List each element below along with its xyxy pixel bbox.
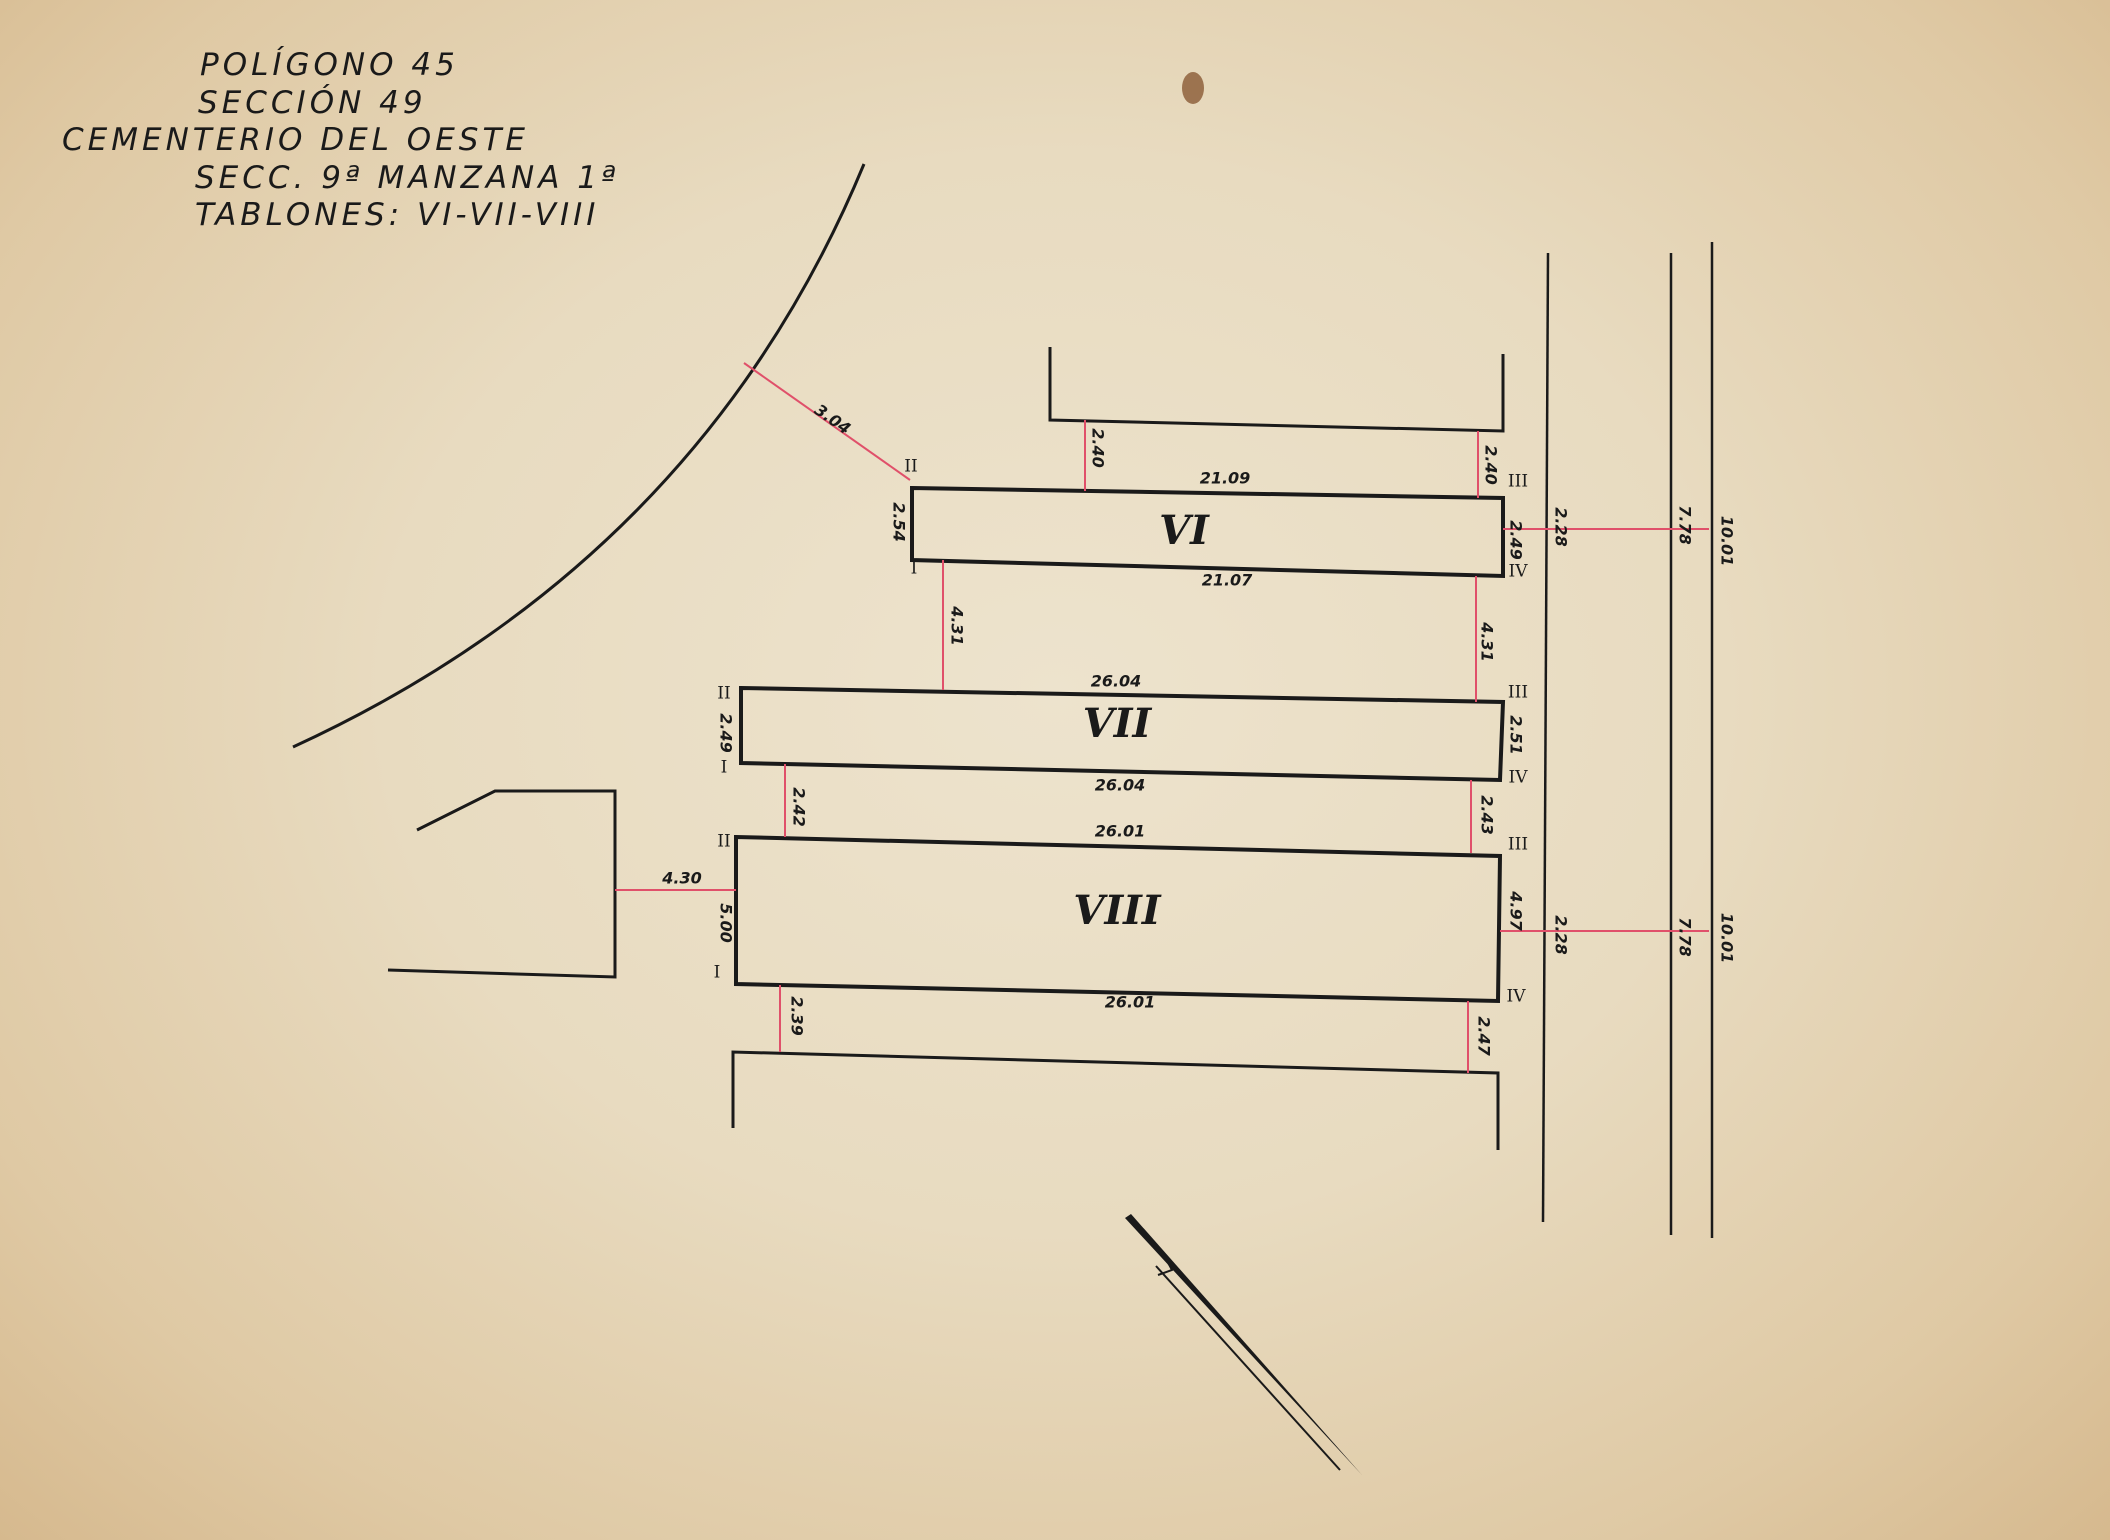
corner-iv: IV — [1509, 562, 1529, 582]
dim-vii-right: 2.51 — [1507, 715, 1526, 754]
corner-iv: IV — [1507, 987, 1527, 1007]
dim-vi-left: 2.54 — [890, 502, 909, 541]
lower-block-outline — [731, 1050, 1500, 1150]
corner-i: I — [911, 559, 918, 579]
dim-vii-gap-left: 4.31 — [948, 605, 967, 645]
dim-vii-left: 2.49 — [717, 713, 736, 752]
block-vi — [910, 485, 1505, 579]
corner-ii: II — [717, 832, 730, 852]
block-vi-label: VI — [1159, 507, 1210, 554]
title-seccion: SECCIÓN 49 — [198, 84, 427, 121]
upper-block-outline — [1048, 347, 1505, 433]
dimension-lines — [615, 362, 1709, 1073]
dim-vi-street-2: 7.78 — [1676, 505, 1695, 544]
title-tablones: TABLONES: VI-VII-VIII — [195, 197, 599, 233]
block-viii-label: VIII — [1073, 887, 1161, 934]
corner-iii: III — [1508, 835, 1528, 855]
dim-vi-gap-left: 2.40 — [1089, 428, 1108, 467]
dim-vii-gap-right: 4.31 — [1478, 621, 1497, 661]
north-arrow-icon — [1125, 1214, 1362, 1475]
dim-viii-gap-below-left: 2.39 — [788, 996, 807, 1035]
corner-ii: II — [717, 684, 730, 704]
block-vii — [739, 685, 1506, 783]
block-vii-label: VII — [1083, 700, 1153, 747]
dim-viii-gap-below-right: 2.47 — [1475, 1016, 1494, 1056]
dim-vi-street-1: 2.28 — [1552, 507, 1571, 546]
dim-viii-street-1: 2.28 — [1552, 915, 1571, 954]
stain-mark — [1182, 72, 1204, 104]
dim-viii-street-3: 10.01 — [1718, 913, 1737, 964]
block-viii — [734, 834, 1503, 1004]
dim-vi-gap-right: 2.40 — [1482, 445, 1501, 484]
title-poligono: POLÍGONO 45 — [200, 47, 459, 83]
dim-viii-gap-above-right: 2.43 — [1478, 795, 1497, 834]
dim-vi-bottom: 21.07 — [1202, 571, 1253, 590]
corner-ii: II — [904, 457, 917, 477]
dim-vii-bottom: 26.04 — [1095, 776, 1146, 795]
dim-viii-left: 5.00 — [717, 903, 736, 942]
corner-iii: III — [1508, 472, 1528, 492]
dim-viii-bottom: 26.01 — [1105, 993, 1156, 1012]
dim-viii-right: 4.97 — [1507, 890, 1526, 931]
dim-viii-gap-above-left: 2.42 — [790, 787, 809, 826]
dim-vi-right: 2.49 — [1507, 520, 1526, 559]
corner-iv: IV — [1509, 768, 1529, 788]
dim-vi-to-curve: 3.04 — [811, 400, 854, 438]
dim-viii-street-2: 7.78 — [1676, 917, 1695, 956]
dim-viii-top: 26.01 — [1095, 822, 1146, 841]
dim-vi-street-3: 10.01 — [1718, 516, 1737, 567]
dim-vii-top: 26.04 — [1091, 672, 1142, 691]
curved-boundary — [292, 163, 866, 749]
street-line-1 — [1541, 252, 1550, 1223]
corner-i: I — [714, 963, 721, 983]
title-block: POLÍGONO 45 SECCIÓN 49 CEMENTERIO DEL OE… — [62, 47, 620, 233]
title-manzana: SECC. 9ª MANZANA 1ª — [195, 160, 620, 196]
title-cementerio: CEMENTERIO DEL OESTE — [62, 122, 529, 158]
left-building-outline — [387, 789, 617, 979]
corner-iii: III — [1508, 683, 1528, 703]
corner-i: I — [721, 758, 728, 778]
dim-vi-top: 21.09 — [1200, 469, 1251, 488]
dim-viii-to-building: 4.30 — [661, 869, 701, 888]
